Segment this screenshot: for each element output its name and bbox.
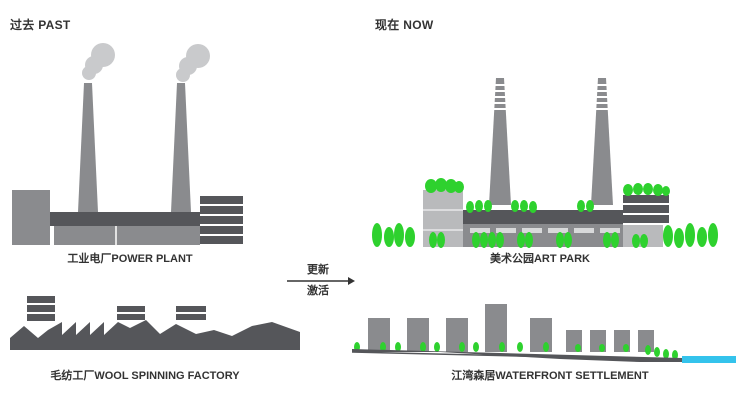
chimney-striped-right xyxy=(591,78,613,205)
park-ground-trees xyxy=(372,223,718,248)
heading-past: 过去 PAST xyxy=(10,18,71,32)
past-power-plant-illustration xyxy=(12,43,243,245)
park-stacked-block xyxy=(623,195,669,223)
label-art-park: 美术公园ART PARK xyxy=(489,253,590,265)
plant-lower-hall xyxy=(54,226,116,245)
factory-tower-middle xyxy=(117,306,145,320)
past-wool-factory-illustration xyxy=(10,296,300,350)
park-windows xyxy=(470,228,620,233)
chimney-right xyxy=(171,83,191,212)
label-power-plant: 工业电厂POWER PLANT xyxy=(67,253,193,265)
arrow-label-renew: 更新 xyxy=(307,264,329,276)
plant-lower-hall-2 xyxy=(116,226,200,245)
plant-block-left xyxy=(12,190,50,245)
waterfront-buildings xyxy=(368,304,654,352)
now-waterfront-illustration xyxy=(351,304,736,363)
smoke-cloud-right xyxy=(176,44,210,82)
plant-stacked-block xyxy=(200,196,243,244)
factory-base xyxy=(10,342,300,350)
arrow-right-icon xyxy=(348,277,355,285)
now-art-park-illustration xyxy=(372,78,718,248)
transformation-arrow xyxy=(287,277,355,285)
label-wool-factory: 毛纺工厂WOOL SPINNING FACTORY xyxy=(50,370,240,382)
waterfront-trees xyxy=(354,342,678,360)
chimney-striped-left xyxy=(489,78,511,205)
factory-tower-left xyxy=(27,296,55,321)
park-main-hall xyxy=(463,210,623,224)
label-waterfront: 江湾森居WATERFRONT SETTLEMENT xyxy=(451,370,649,382)
smoke-cloud-left xyxy=(82,43,115,80)
plant-main-hall xyxy=(50,212,200,226)
park-rooftop-trees xyxy=(425,178,670,213)
river-water xyxy=(682,356,736,363)
chimney-left xyxy=(78,83,98,212)
factory-tower-right xyxy=(176,306,206,320)
arrow-label-activate: 激活 xyxy=(307,285,329,297)
heading-now: 现在 NOW xyxy=(375,18,434,32)
